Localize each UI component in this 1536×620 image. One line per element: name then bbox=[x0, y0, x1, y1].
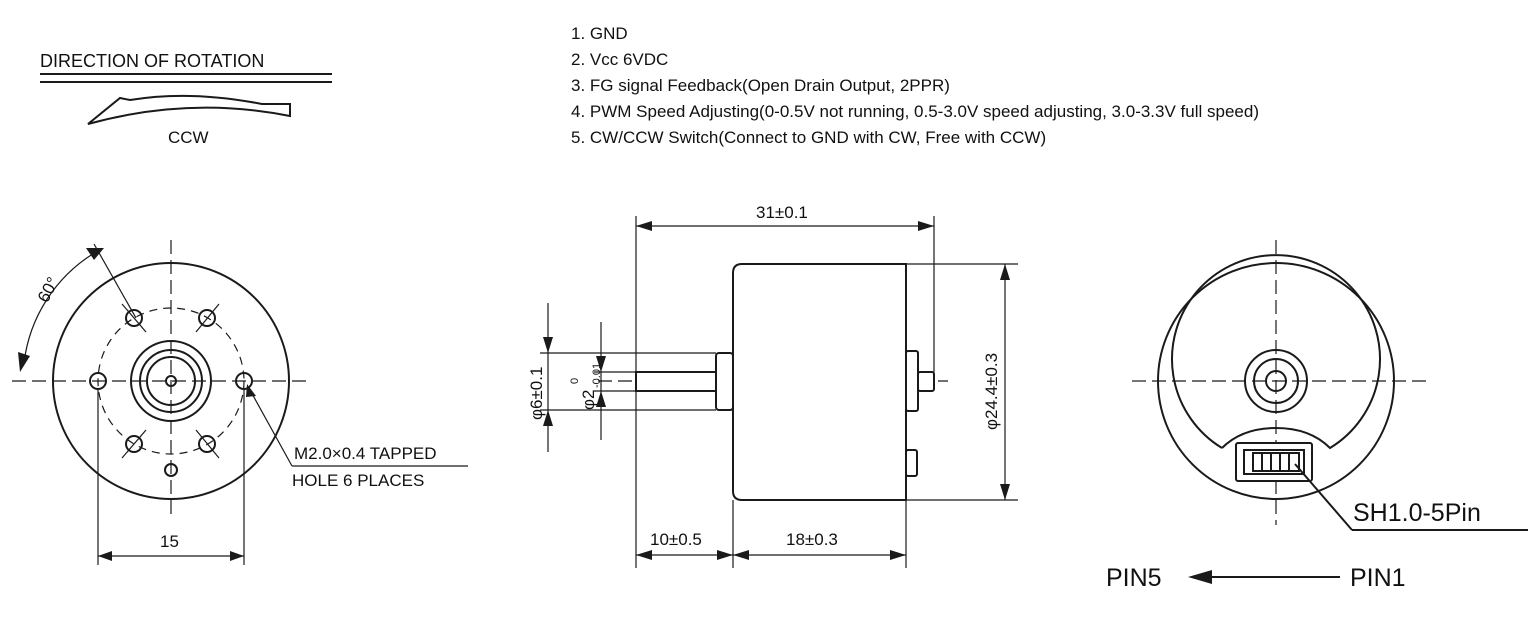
boss-diameter-dimension: φ6±0.1 bbox=[527, 367, 546, 420]
shaft-tolerance-upper: 0 bbox=[569, 378, 581, 384]
rotation-direction: CCW bbox=[168, 128, 209, 147]
pin-list: 1. GND 2. Vcc 6VDC 3. FG signal Feedback… bbox=[571, 24, 1259, 147]
pin-order-arrow-icon bbox=[1188, 570, 1212, 584]
pin-item-3: 3. FG signal Feedback(Open Drain Output,… bbox=[571, 76, 950, 95]
rear-view: SH1.0-5Pin PIN5 PIN1 bbox=[1106, 240, 1528, 592]
side-view: 31±0.1 φ24.4±0.3 φ6±0.1 φ2 0 -0.01 10 bbox=[527, 203, 1018, 568]
rotation-arrow-icon bbox=[87, 94, 291, 125]
bolt-spacing-dimension: 15 bbox=[160, 532, 179, 551]
mounting-holes bbox=[89, 303, 253, 477]
connector-label: SH1.0-5Pin bbox=[1353, 499, 1481, 527]
pin-from-label: PIN5 bbox=[1106, 564, 1162, 592]
hole-note-line1: M2.0×0.4 TAPPED bbox=[294, 444, 437, 463]
angle-label: 60° bbox=[34, 274, 63, 306]
body-length-dimension: 18±0.3 bbox=[786, 530, 838, 549]
shaft-diameter-dimension: φ2 bbox=[579, 390, 598, 410]
diameter-dimension: φ24.4±0.3 bbox=[982, 353, 1001, 430]
pin-item-4: 4. PWM Speed Adjusting(0-0.5V not runnin… bbox=[571, 102, 1259, 121]
front-view: 60° M2.0×0.4 TAPPED HOLE 6 PLACES 15 bbox=[12, 240, 468, 565]
shaft-tolerance-lower: -0.01 bbox=[591, 363, 603, 388]
shaft-length-dimension: 10±0.5 bbox=[650, 530, 702, 549]
rotation-indicator: DIRECTION OF ROTATION CCW bbox=[40, 51, 332, 147]
pin-to-label: PIN1 bbox=[1350, 564, 1406, 592]
hole-note-line2: HOLE 6 PLACES bbox=[292, 471, 424, 490]
pin-item-2: 2. Vcc 6VDC bbox=[571, 50, 668, 69]
connector-icon bbox=[1235, 442, 1313, 482]
pin-item-5: 5. CW/CCW Switch(Connect to GND with CW,… bbox=[571, 128, 1046, 147]
pin-item-1: 1. GND bbox=[571, 24, 628, 43]
rotation-heading: DIRECTION OF ROTATION bbox=[40, 51, 264, 71]
total-length-dimension: 31±0.1 bbox=[756, 203, 808, 222]
